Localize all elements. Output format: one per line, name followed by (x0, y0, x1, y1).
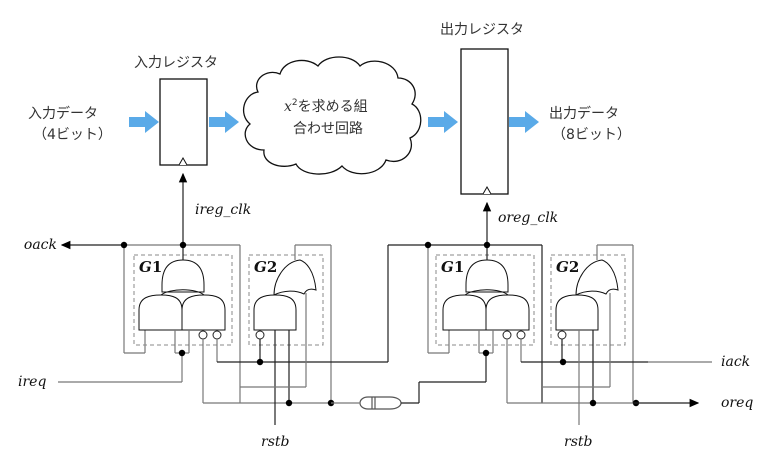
output-register-label: 出力レジスタ (440, 22, 524, 38)
right-g2-and-gate (555, 294, 599, 331)
left-g2-inverter-bubble (255, 330, 265, 340)
right-g2-inverter-bubble (557, 330, 567, 340)
data-arrow-mid2 (428, 111, 458, 133)
right-g1-and-gate-b (485, 294, 530, 331)
right-g2-or-gate (575, 259, 619, 296)
right-g2-box (550, 254, 626, 346)
left-g1-and-gate-a (138, 294, 183, 331)
rstb-right-label: rstb (564, 434, 593, 450)
output-register (460, 48, 509, 195)
left-g2-label: G2 (254, 258, 277, 276)
combinational-label-line1: x2を求める組 (284, 98, 368, 115)
input-register-clock-icon (178, 156, 188, 166)
left-g1-label: G1 (139, 258, 162, 276)
output-data-width: （8ビット） (552, 127, 631, 143)
right-g1-label: G1 (441, 258, 464, 276)
data-arrow-in (129, 111, 159, 133)
input-data-label: 入力データ (28, 105, 98, 122)
input-register (159, 78, 208, 166)
left-g1-inverter-bubble-1 (198, 330, 208, 340)
rstb-left-label: rstb (261, 434, 290, 450)
right-g1-inverter-bubble-1 (502, 330, 512, 340)
oack-label: oack (24, 237, 57, 253)
left-g2-or-gate (273, 259, 317, 296)
delay-icon (359, 396, 402, 410)
right-g1-and-gate-a (442, 294, 487, 331)
ireq-label: ireq (18, 374, 46, 390)
right-g1-or-gate (465, 259, 509, 293)
oreq-label: oreq (721, 395, 753, 411)
combinational-circuit-cloud (242, 56, 422, 175)
output-register-clock-icon (482, 185, 492, 195)
output-data-label: 出力データ (549, 105, 619, 122)
right-controller: G1 G2 (388, 241, 712, 425)
input-register-label: 入力レジスタ (134, 55, 218, 71)
right-g1-box (435, 254, 535, 346)
combinational-label-line2: 合わせ回路 (293, 121, 363, 137)
left-g2-box (248, 254, 324, 346)
left-g1-inverter-bubble-2 (212, 330, 222, 340)
data-arrow-mid1 (209, 111, 239, 133)
right-g1-inverter-bubble-2 (516, 330, 526, 340)
data-arrow-out (509, 111, 539, 133)
left-g1-or-gate (161, 259, 205, 293)
iack-label: iack (721, 354, 750, 370)
left-g1-and-gate-b (181, 294, 226, 331)
left-g2-and-gate (253, 294, 297, 331)
oreg-clk-label: oreg_clk (498, 210, 558, 226)
left-controller: G1 G2 (58, 240, 389, 425)
right-g2-label: G2 (556, 258, 579, 276)
input-data-width: （4ビット） (33, 127, 112, 143)
ireg-clk-label: ireg_clk (195, 202, 251, 218)
